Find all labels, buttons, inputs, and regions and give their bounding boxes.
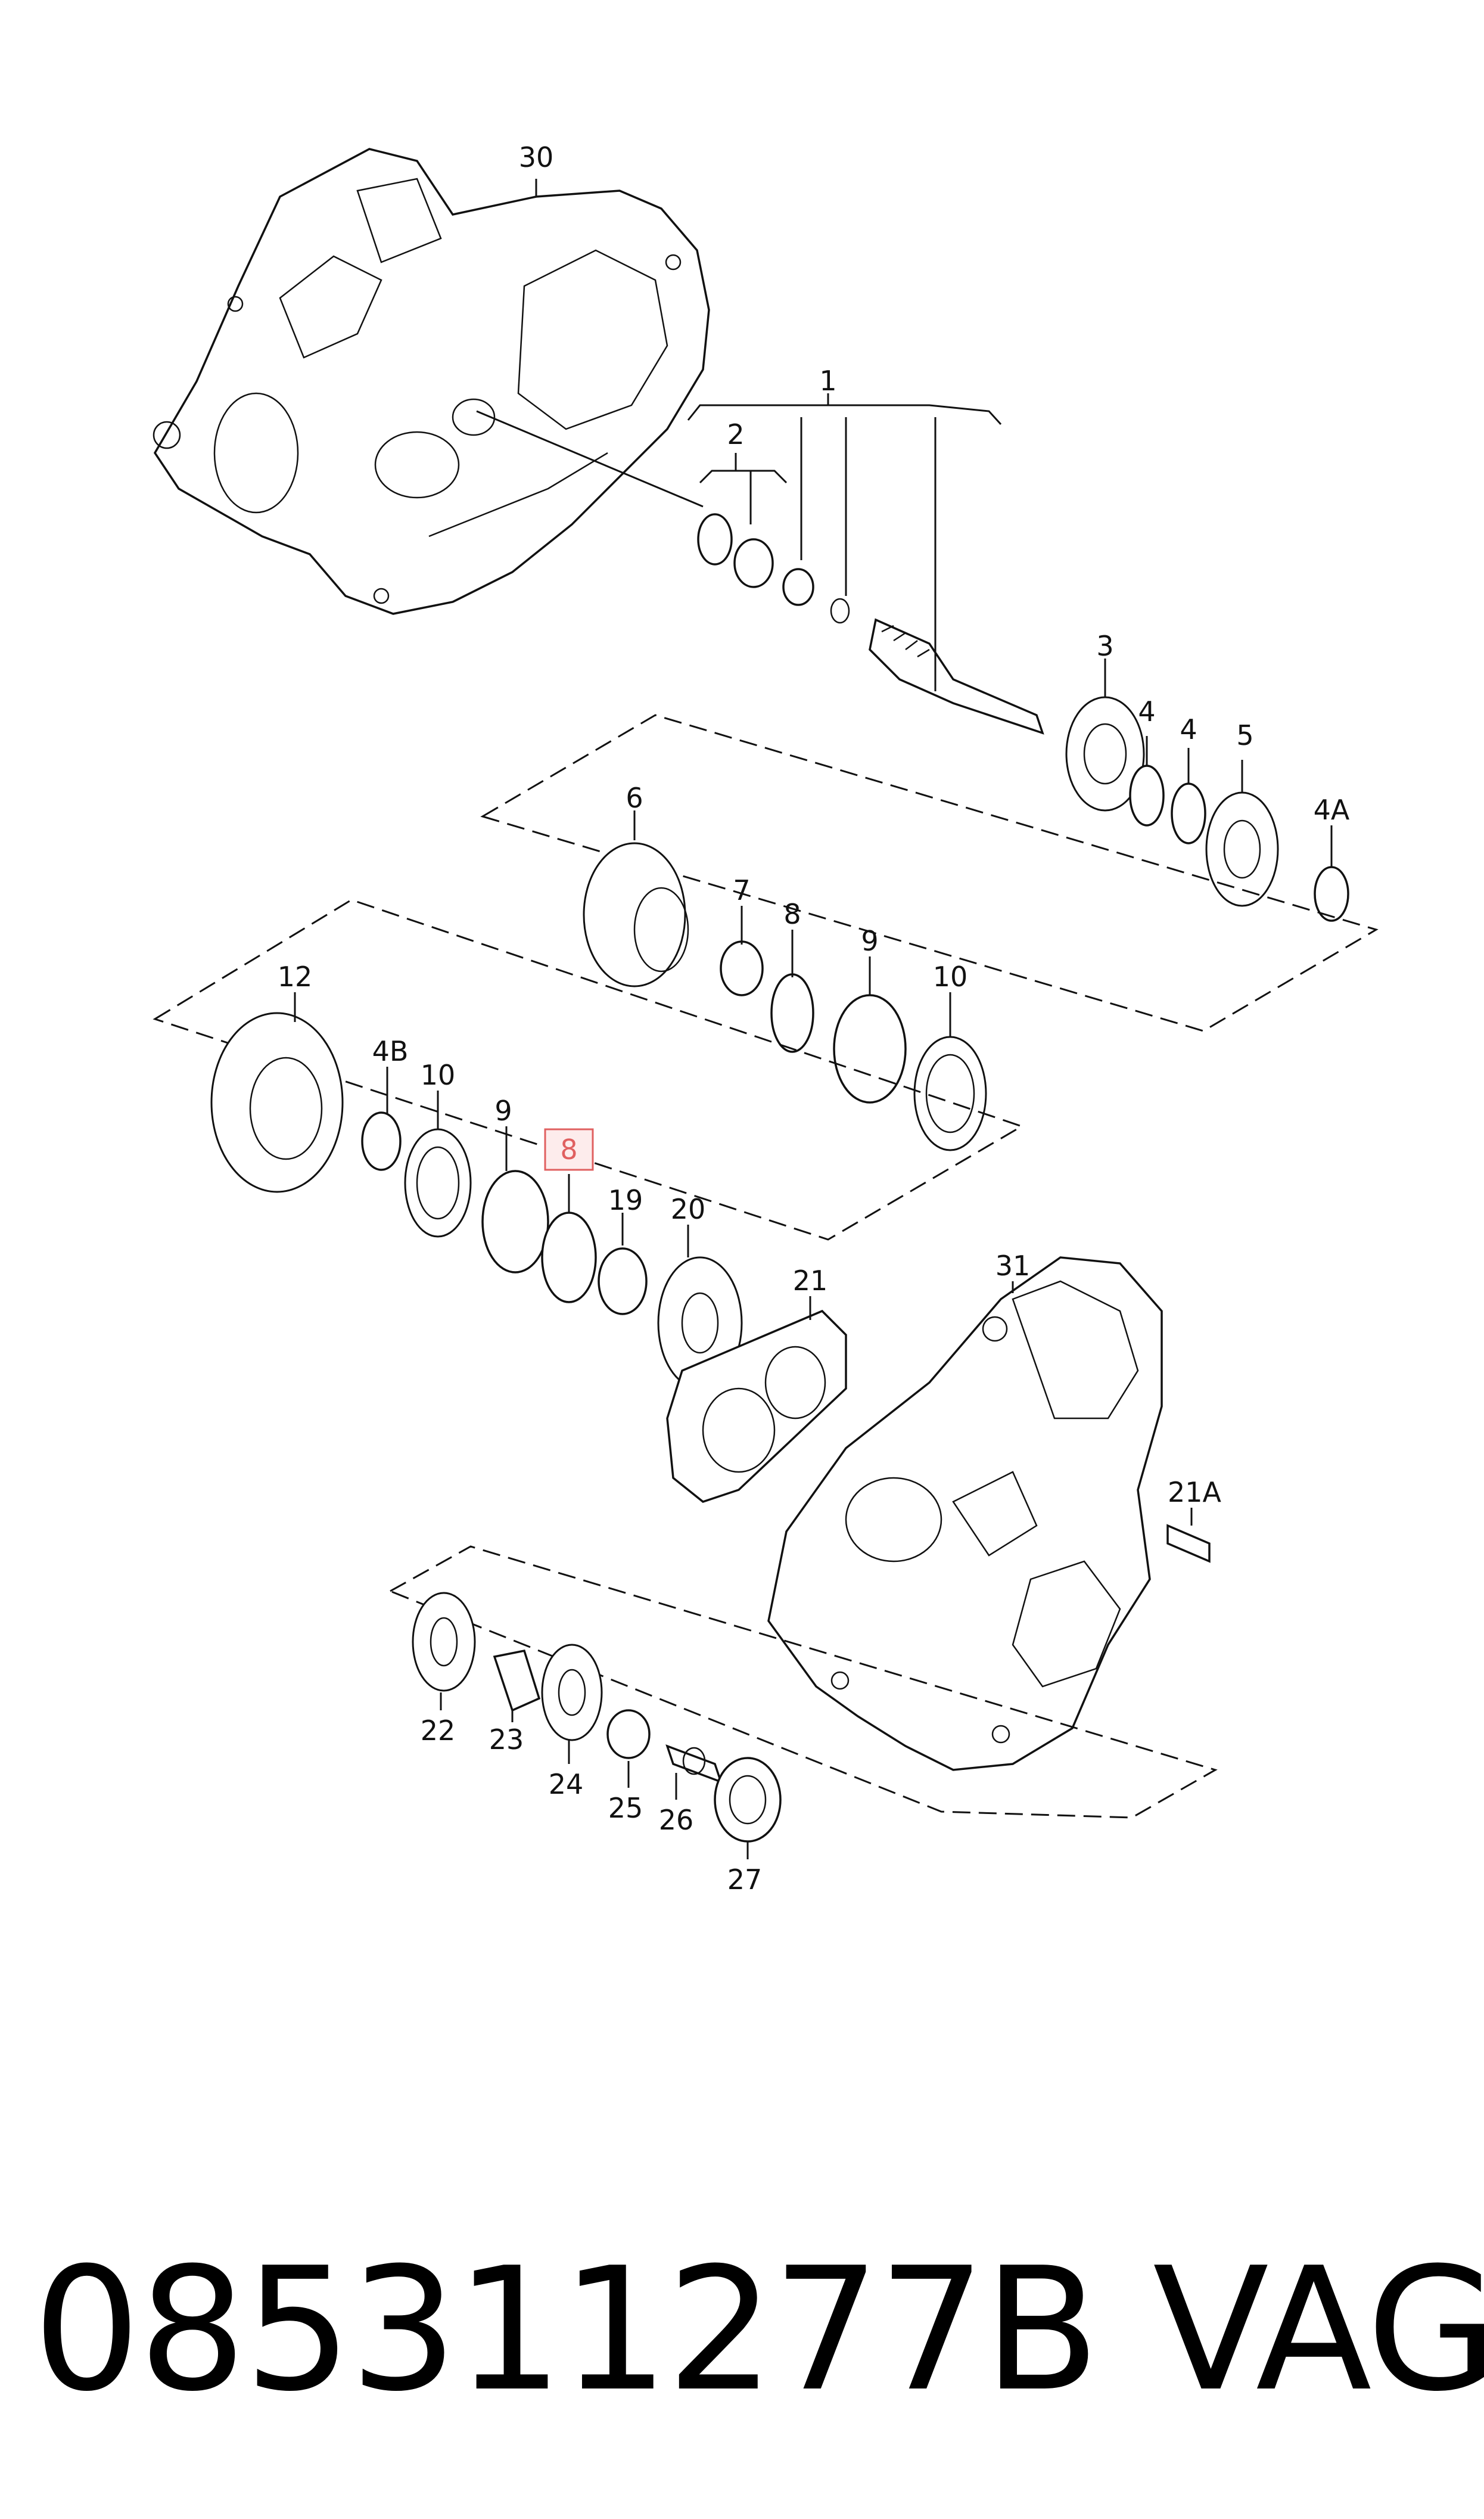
transmission-housing-31 [767,1256,1211,1771]
callout-4B: 4B [372,1035,409,1067]
callout-10-lower: 10 [421,1059,456,1091]
dashed-group-box-bottom [388,1545,1218,1819]
callout-21: 21 [793,1265,828,1297]
callout-26: 26 [659,1804,694,1836]
callout-9-lower: 9 [494,1095,512,1127]
dashed-group-box-lower [153,899,1024,1241]
callout-27: 27 [727,1863,763,1896]
shaft-assembly-1 [476,393,1044,735]
callout-4A: 4A [1314,794,1350,826]
callout-25: 25 [608,1792,643,1824]
transmission-housing-30 [153,148,710,615]
callout-20: 20 [671,1193,706,1225]
gear-group-bottom [412,1592,782,1859]
callout-1: 1 [819,365,836,397]
callout-12: 12 [278,961,313,993]
callout-10-upper: 10 [933,961,968,993]
part-number: 085311277B [33,2231,1100,2429]
callout-3: 3 [1096,630,1113,662]
callout-7: 7 [733,874,750,906]
callout-23: 23 [489,1723,524,1756]
callout-8-lower: 8 [560,1133,577,1166]
brand-name: VAG [1153,2231,1484,2429]
callout-8-upper: 8 [783,898,801,930]
callout-5: 5 [1236,719,1253,751]
callout-21A: 21A [1168,1476,1222,1508]
callout-22: 22 [421,1714,456,1747]
gear-group-middle [583,810,987,1151]
callout-labels: 30 1 2 3 4 4 5 4A 6 7 8 9 10 12 4B 10 9 … [278,141,1350,1896]
callout-4-left: 4 [1138,695,1155,728]
callout-30: 30 [519,141,554,173]
callout-6: 6 [626,782,643,814]
callout-2: 2 [727,418,744,451]
footer-caption: 085311277B VAG [33,2231,1484,2429]
gear-group-lower [210,992,597,1303]
callout-8-highlight-box [544,1128,594,1171]
callout-24: 24 [549,1768,584,1800]
callout-9-upper: 9 [861,925,878,957]
callout-19: 19 [608,1184,643,1216]
gear-group-right [598,1213,847,1503]
callout-4-right: 4 [1180,713,1197,746]
gear-group-top [1065,659,1349,922]
dashed-group-box-upper [480,714,1379,1032]
callout-31: 31 [995,1250,1031,1282]
